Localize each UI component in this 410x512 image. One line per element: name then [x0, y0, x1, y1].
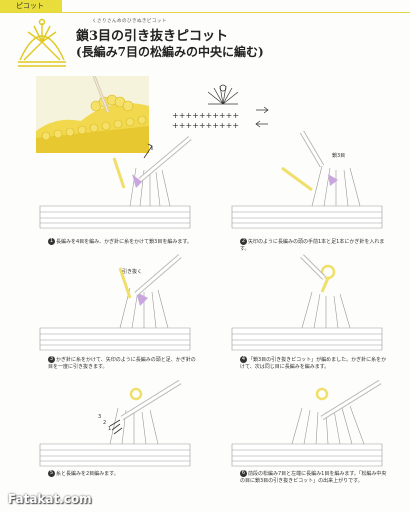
step-5-number-3: 3: [98, 414, 102, 420]
header-divider: [0, 12, 410, 13]
step-1-diagram: [39, 136, 192, 229]
pull-through-label: 引き抜く: [122, 269, 143, 275]
svg-text:++++++++++: ++++++++++: [172, 121, 239, 130]
step-6-diagram: [231, 379, 383, 467]
step-5-number-1: 1: [108, 426, 112, 432]
stitch-chart-diagram: ++++++++++ ++++++++++: [172, 84, 269, 130]
step-5-number-2: 2: [103, 420, 107, 426]
step-3-diagram: [39, 254, 191, 351]
section-tab: ピコット: [0, 0, 62, 13]
motif-symbol-icon: [18, 18, 66, 67]
page-subtitle: (長編み7目の松編みの中央に編む): [76, 45, 264, 59]
crochet-photo: [36, 76, 149, 153]
step-4-caption: 4「鎖3目の引き抜きピコット」が編めました。かぎ針に糸をかけて、次は同じ目に長編…: [240, 356, 387, 370]
section-tab-label: ピコット: [16, 2, 44, 10]
watermark: Fatakat.com: [8, 492, 92, 506]
chain3-label: 鎖3目: [332, 153, 346, 159]
page-title: 鎖3目の引き抜きピコット: [76, 29, 229, 44]
step-4-diagram: [231, 254, 383, 351]
step-2-diagram: [231, 130, 383, 229]
step-5-diagram: [39, 379, 191, 467]
title-ruby: くさりさんめのひきぬきピコット: [92, 19, 167, 24]
svg-text:++++++++++: ++++++++++: [172, 111, 239, 120]
